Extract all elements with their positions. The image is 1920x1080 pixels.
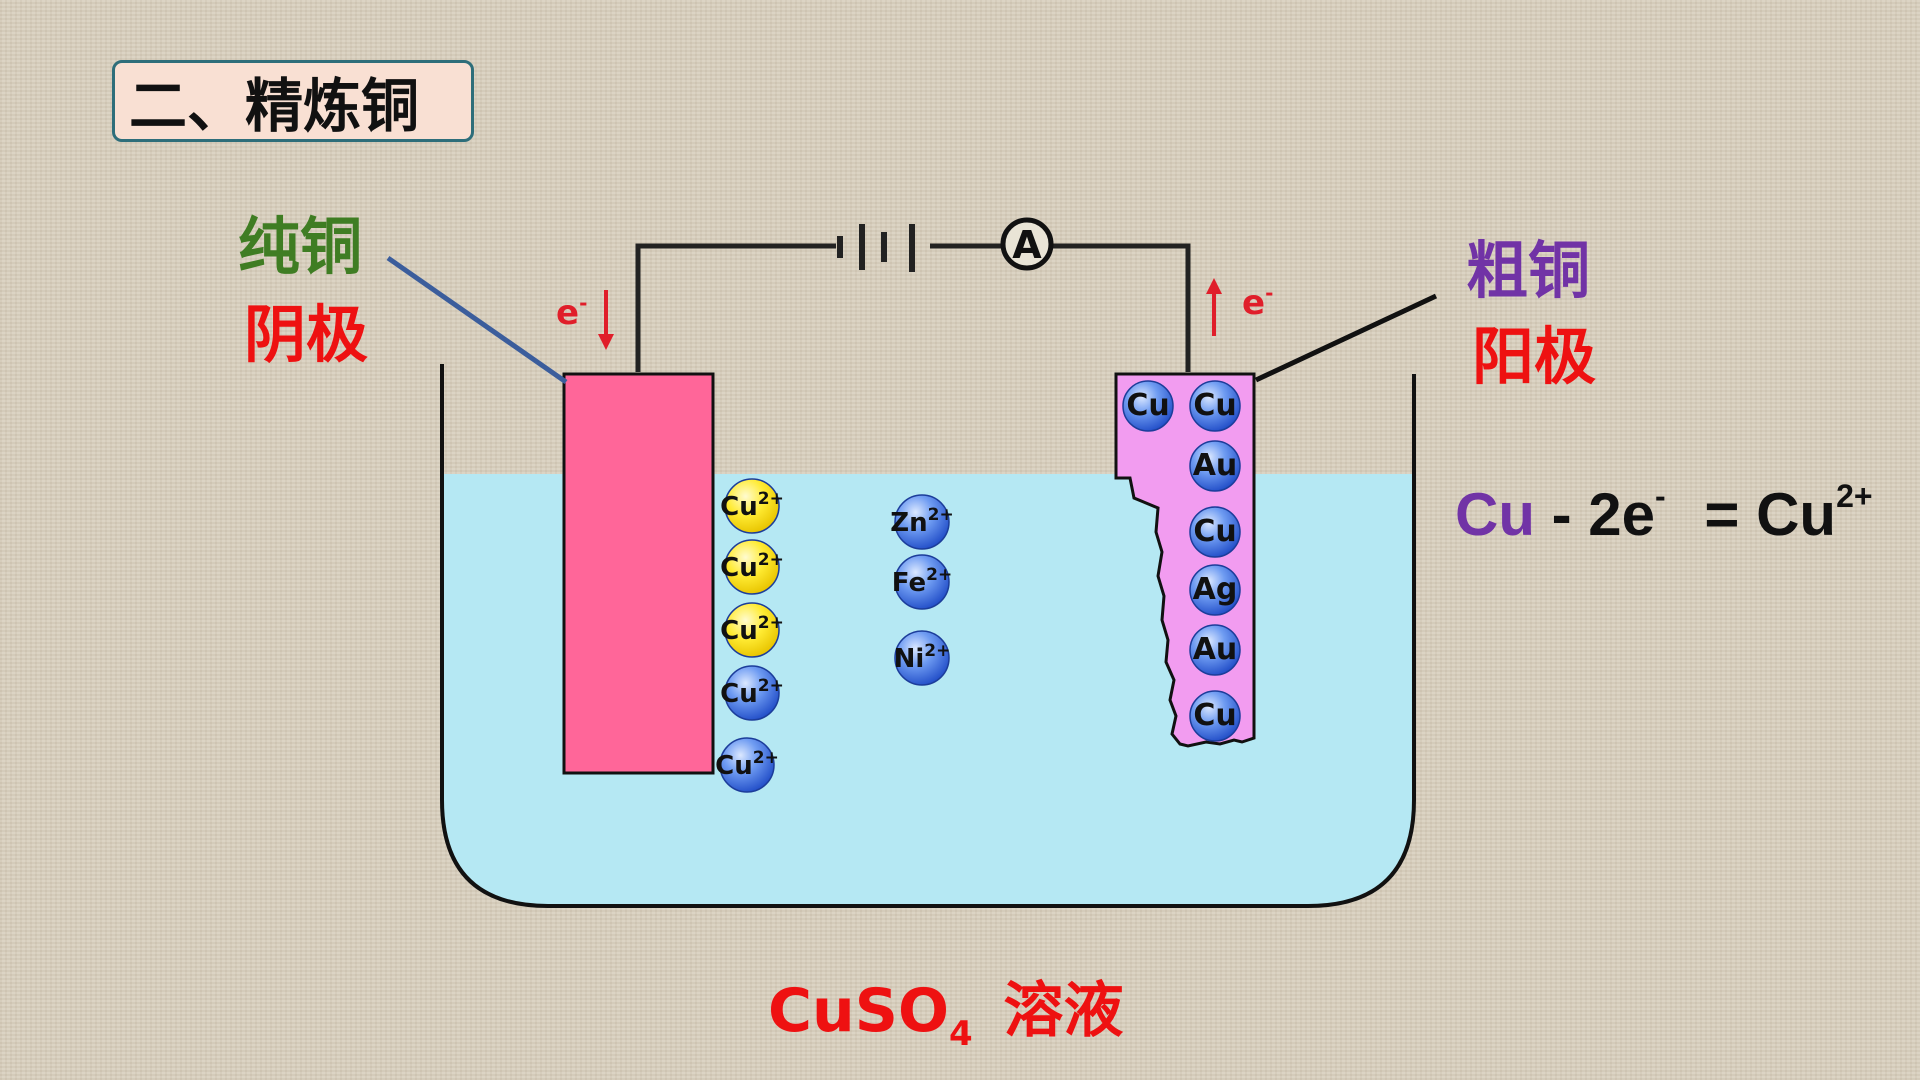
- anode-ag-atom-circle: [1189, 564, 1241, 616]
- cathode-cu-ion-circle: [719, 737, 775, 793]
- equation-minus-sup: -: [1655, 478, 1666, 514]
- anode-au-atom-label: Au: [1193, 632, 1238, 667]
- anode-cu-atom-circle: [1189, 690, 1241, 742]
- anode-au-atom-circle: [1189, 624, 1241, 676]
- anode-cu-atom: Cu: [1189, 380, 1241, 432]
- battery-icon: [837, 224, 915, 272]
- cathode-material-label: 纯铜: [238, 210, 363, 283]
- anode-au-atom-circle: [1189, 440, 1241, 492]
- cathode-role-label: 阴极: [244, 298, 369, 371]
- cathode-plate: [562, 372, 715, 775]
- equation-product-sup: 2+: [1836, 478, 1873, 514]
- anode-cu-atom-circle: [1189, 380, 1241, 432]
- cathode-electron-label: e-: [556, 291, 587, 333]
- anode-cu-atom-circle: [1122, 380, 1174, 432]
- anode-cu-atom: Cu: [1122, 380, 1174, 432]
- cathode-cu-ion: Cu2+: [720, 665, 784, 721]
- anode-cu-atom-circle: [1189, 506, 1241, 558]
- anode-au-atom: Au: [1189, 440, 1241, 492]
- cathode-cu-ion-circle: [724, 539, 780, 595]
- impurity-fe-ion-label: Fe2+: [892, 565, 952, 598]
- anode-au-atom: Au: [1189, 624, 1241, 676]
- anode-ag-atom-label: Ag: [1193, 572, 1238, 607]
- equation-product: = Cu: [1704, 481, 1837, 548]
- cathode-cu-ion: Cu2+: [720, 602, 784, 658]
- cathode-cu-ion-circle: [724, 665, 780, 721]
- ammeter-icon: A: [1000, 217, 1054, 271]
- impurity-fe-ion: Fe2+: [892, 554, 952, 610]
- anode-au-atom-label: Au: [1193, 448, 1238, 483]
- anode-cu-atom-label: Cu: [1126, 388, 1169, 423]
- cathode-cu-ion-circle: [724, 478, 780, 534]
- impurity-ni-ion-circle: [894, 630, 950, 686]
- ammeter-symbol: A: [1012, 223, 1042, 267]
- equation-minus: - 2e: [1551, 481, 1656, 548]
- equation-reactant: Cu: [1455, 481, 1535, 548]
- solution-formula-sub: 4: [948, 1014, 973, 1054]
- cathode-cu-ion: Cu2+: [720, 478, 784, 534]
- cathode-cu-ion-label: Cu2+: [720, 550, 784, 583]
- circuit-wire: [1052, 243, 1191, 372]
- cathode-cu-ion: Cu2+: [720, 539, 784, 595]
- impurity-zn-ion-circle: [894, 494, 950, 550]
- circuit-wire: [635, 243, 836, 372]
- impurity-ni-ion-label: Ni2+: [894, 641, 951, 674]
- anode-pointer-line: [1254, 293, 1438, 383]
- anode-cu-atom-label: Cu: [1193, 698, 1236, 733]
- anode-cu-atom: Cu: [1189, 690, 1241, 742]
- anode-cu-atom-label: Cu: [1193, 514, 1236, 549]
- anode-role-label: 阳极: [1472, 320, 1597, 393]
- slide-title: 二、精炼铜: [112, 60, 474, 142]
- impurity-zn-ion: Zn2+: [890, 494, 954, 550]
- cathode-cu-ion-circle: [724, 602, 780, 658]
- cathode-cu-ion-label: Cu2+: [715, 748, 779, 781]
- impurity-zn-ion-label: Zn2+: [890, 505, 953, 538]
- anode-electron-label: e-: [1242, 281, 1273, 323]
- cathode-cu-ion-label: Cu2+: [720, 676, 784, 709]
- beaker: [440, 364, 1416, 908]
- solution-label: CuSO4 溶液: [768, 962, 1124, 1054]
- cathode-cu-ion-label: Cu2+: [720, 613, 784, 646]
- impurity-fe-ion-circle: [894, 554, 950, 610]
- cathode-cu-ion: Cu2+: [715, 737, 779, 793]
- anode-ag-atom: Ag: [1189, 564, 1241, 616]
- impurity-ni-ion: Ni2+: [894, 630, 951, 686]
- solution-name: 溶液: [1003, 976, 1124, 1046]
- cathode-cu-ion-label: Cu2+: [720, 489, 784, 522]
- anode-material-label: 粗铜: [1466, 234, 1591, 307]
- solution-formula: CuSO: [768, 976, 949, 1046]
- anode-half-equation: Cu - 2e- = Cu2+: [1455, 478, 1873, 549]
- cathode-electron-arrow-icon: [598, 290, 614, 350]
- anode-cu-atom: Cu: [1189, 506, 1241, 558]
- cathode-pointer-line: [386, 255, 568, 385]
- anode-electron-arrow-icon: [1206, 278, 1222, 336]
- anode-cu-atom-label: Cu: [1193, 388, 1236, 423]
